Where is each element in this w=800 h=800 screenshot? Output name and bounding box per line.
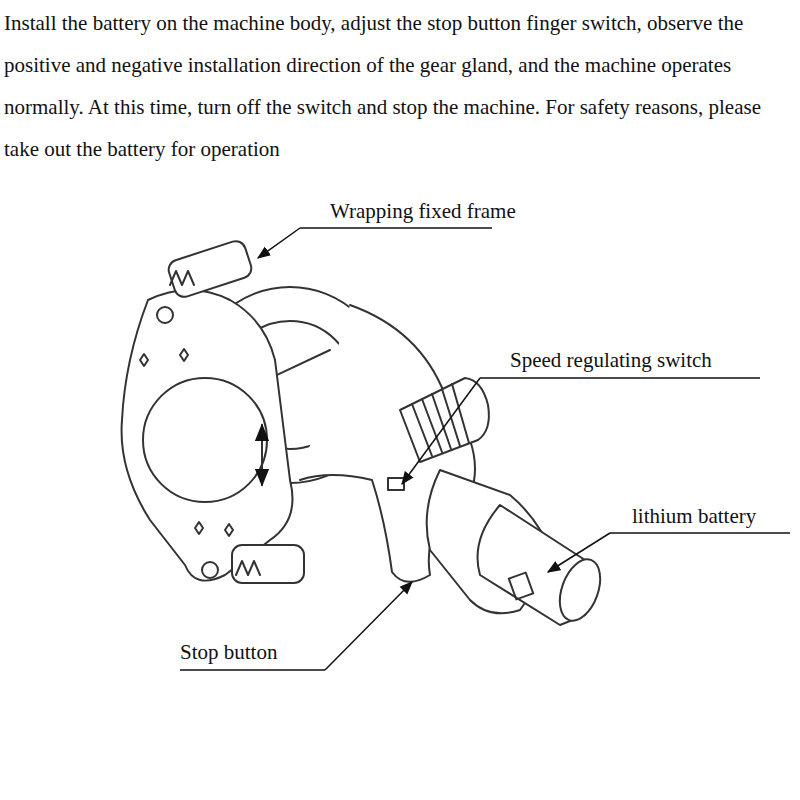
top-roller (166, 239, 254, 300)
underline (610, 532, 790, 534)
part-label: Wrapping fixed frame (330, 198, 590, 224)
part-label: Stop button (180, 639, 380, 665)
underline (480, 377, 760, 379)
front-plate (122, 290, 293, 581)
rotation-arrow (261, 425, 263, 485)
leader-line (325, 582, 412, 670)
leader-line (258, 228, 300, 258)
instruction-note: Install the battery on the machine body,… (4, 2, 794, 170)
leader-line (548, 533, 610, 572)
motor-housing (400, 378, 489, 462)
underline (180, 669, 325, 671)
part-label: Speed regulating switch (510, 347, 796, 373)
switch (388, 478, 404, 490)
pin (202, 562, 218, 578)
plate-hole (143, 378, 267, 502)
bottom-roller (232, 545, 304, 583)
underline (300, 227, 492, 229)
leader-line (402, 378, 480, 484)
rivets (140, 349, 233, 536)
battery (478, 505, 608, 626)
pin (157, 307, 173, 323)
part-label: lithium battery (632, 503, 796, 529)
